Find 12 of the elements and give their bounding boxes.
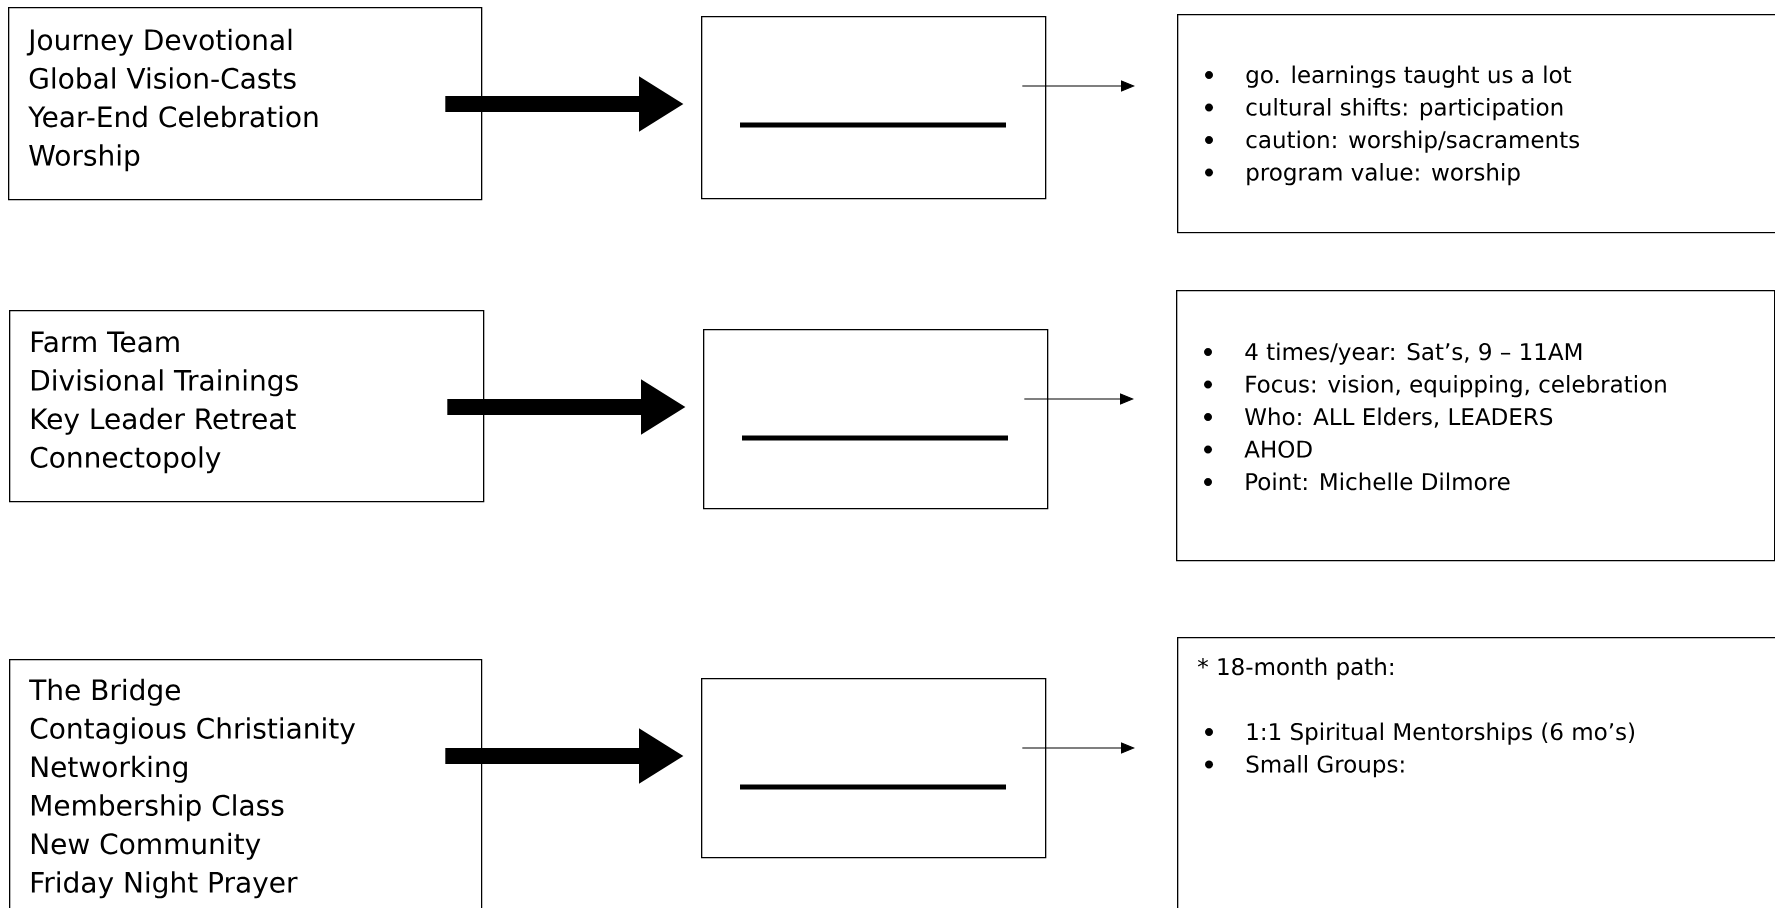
list-box: Farm Team Divisional Trainings Key Leader Retreat Connectopoly (9, 310, 485, 503)
arrow (1021, 742, 1135, 754)
blank-box (701, 16, 1047, 200)
arrow (1023, 393, 1134, 405)
blank-box (703, 329, 1049, 510)
list-box: Journey Devotional Global Vision-Casts Year-End Celebration Worship (8, 7, 483, 201)
blank-box (701, 678, 1047, 859)
arrow (1021, 80, 1135, 92)
bullet-list-box: * 18-month path: 1:1 Spiritual Mentorships (6 mo’s) Small Groups: (1177, 637, 1775, 908)
list-box: The Bridge Contagious Christianity Networking Membership Class New Community Friday Night Prayer (9, 659, 483, 908)
bullet-list-box: go. learnings taught us a lot cultural shifts: participation caution: worship/sacraments program value: worship (1177, 14, 1775, 234)
bullet-list-box: 4 times/year: Sat’s, 9 – 11AM Focus: vision, equipping, celebration Who: ALL Elders, LEADERS AHOD Point: Michelle Dilmore (1176, 290, 1775, 562)
